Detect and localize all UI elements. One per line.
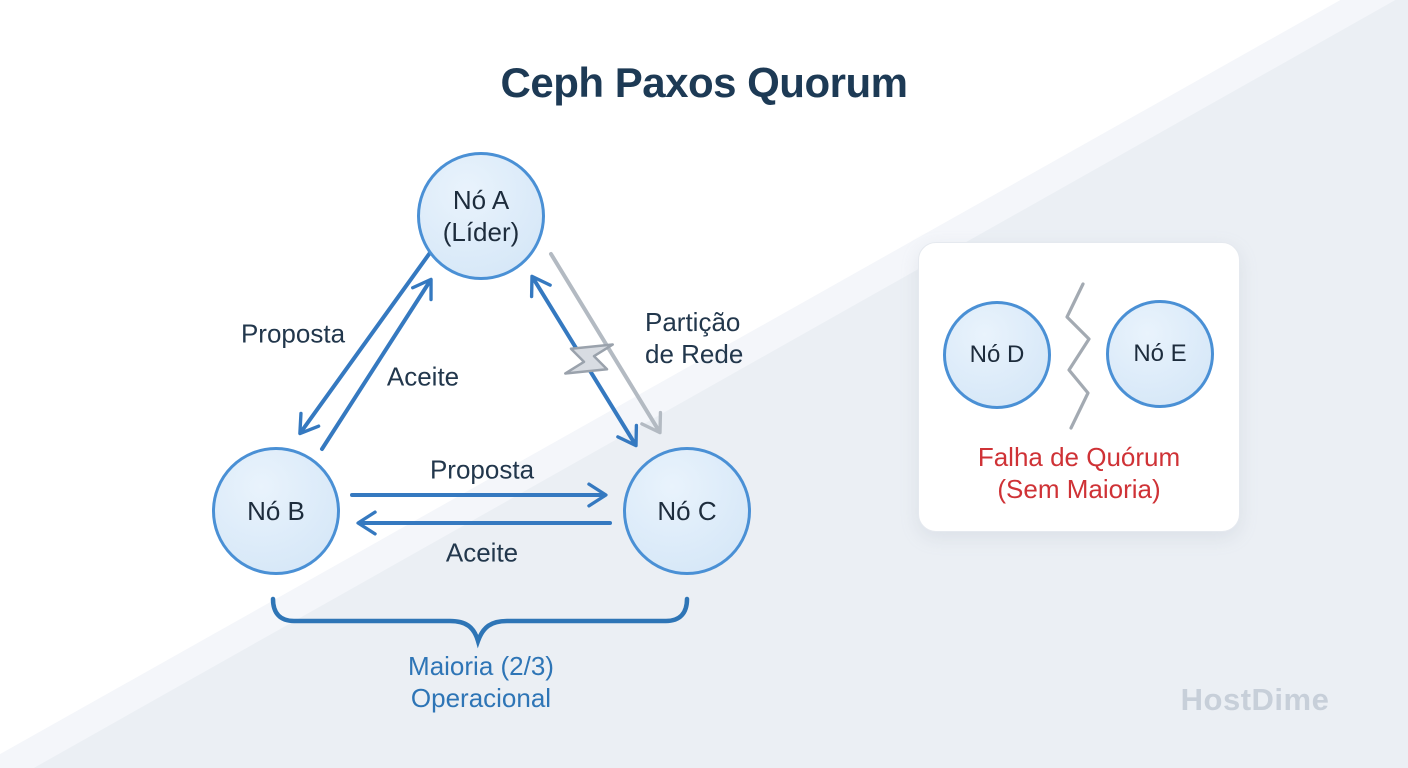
- hostdime-logo: HostDime: [1180, 682, 1330, 717]
- edge-label-aceite-cb: Aceite: [445, 537, 519, 568]
- node-a-leader: Nó A (Líder): [417, 152, 545, 280]
- node-c: Nó C: [623, 447, 751, 575]
- majority-label: Maioria (2/3) Operacional: [408, 650, 554, 714]
- node-c-label: Nó C: [657, 496, 717, 526]
- partition-label-line2: de Rede: [645, 339, 744, 369]
- proposal-arrow-a-to-b: [298, 248, 434, 436]
- edge-label-proposta-bc: Proposta: [429, 454, 535, 485]
- quorum-failure-caption-line2: (Sem Maioria): [997, 474, 1161, 504]
- node-a-label: Nó A: [452, 185, 510, 215]
- quorum-failure-caption-line1: Falha de Quórum: [977, 442, 1181, 472]
- majority-label-line2: Operacional: [410, 683, 552, 713]
- node-e-label: Nó E: [1133, 340, 1187, 367]
- partition-lightning-icon: [564, 343, 614, 375]
- page-title: Ceph Paxos Quorum: [500, 59, 908, 106]
- node-b: Nó B: [212, 447, 340, 575]
- edge-label-proposta-ab: Proposta: [240, 318, 346, 349]
- node-d-label: Nó D: [969, 341, 1025, 368]
- accept-arrow-b-to-a: [320, 277, 433, 451]
- edge-label-aceite-ba: Aceite: [386, 361, 460, 392]
- quorum-crack-icon: [1065, 282, 1091, 430]
- node-d: Nó D: [943, 301, 1051, 409]
- quorum-failure-caption: Falha de Quórum (Sem Maioria): [978, 441, 1180, 505]
- partition-label-line1: Partição: [645, 307, 741, 337]
- node-b-label: Nó B: [247, 496, 305, 526]
- majority-underbrace: [270, 596, 690, 649]
- node-a-role: (Líder): [442, 217, 520, 247]
- majority-label-line1: Maioria (2/3): [408, 651, 554, 681]
- node-e: Nó E: [1106, 300, 1214, 408]
- partition-label: Partição de Rede: [645, 306, 743, 370]
- partition-severed-link: [549, 252, 663, 435]
